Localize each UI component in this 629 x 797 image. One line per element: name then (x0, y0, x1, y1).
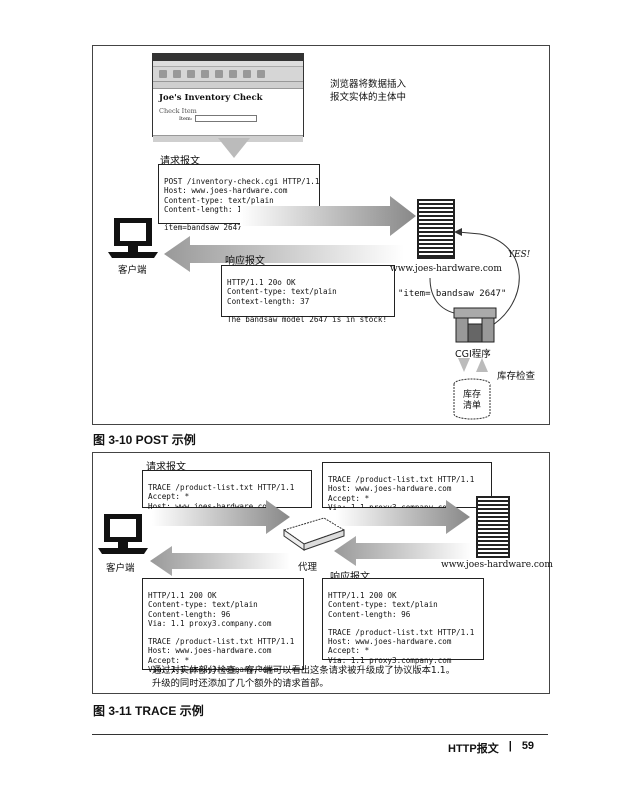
yes-label: YES! (508, 250, 531, 260)
browser-address-bar (153, 82, 303, 89)
server-label-2: www.joes-hardware.com (441, 560, 553, 570)
inventory-arrows-icon (458, 358, 488, 372)
client-label: 客户端 (118, 265, 147, 276)
cgi-label: CGI程序 (455, 349, 491, 360)
proxy-to-server-arrow-icon (336, 500, 470, 534)
browser-field-label: Check Item (159, 107, 197, 115)
database-label: 库存 清单 (463, 390, 482, 411)
yes-return-arrow-icon (454, 228, 520, 329)
cgi-program-icon (453, 307, 497, 343)
browser-window: Joe's Inventory Check Check Item Item: (152, 53, 304, 142)
proxy-icon (282, 517, 346, 551)
inventory-database-icon (453, 378, 491, 420)
browser-item-input (195, 115, 258, 122)
footer-section: HTTP报文 (448, 743, 499, 755)
down-arrow-icon (218, 138, 250, 158)
server-icon-2 (476, 496, 510, 558)
response-label: 响应报文 (225, 256, 265, 267)
trace-response-label: 响应报文 (330, 568, 370, 583)
browser-item-label: Item: (179, 115, 193, 122)
footer-page-number: 59 (521, 740, 535, 752)
client-computer-icon-2 (98, 514, 148, 554)
browser-menubar (153, 61, 303, 67)
client-to-proxy-arrow-icon (152, 500, 290, 534)
client-label-2: 客户端 (106, 563, 135, 574)
response-arrow-icon (164, 236, 404, 272)
figure-3-11-caption: 图 3-11 TRACE 示例 (93, 704, 204, 718)
proxy-label: 代理 (298, 562, 318, 573)
trace-note: 通过对实体部分检查，客户端可以看出这条请求被升级成了协议版本1.1。 升级的同时… (152, 665, 455, 689)
browser-content: Joe's Inventory Check Check Item Item: (153, 89, 303, 135)
page-footer: HTTP报文 | 59 (448, 740, 534, 756)
request-arrow-icon (240, 196, 416, 236)
proxy-to-client-arrow-icon (150, 546, 290, 576)
browser-titlebar (153, 54, 303, 61)
request-label: 请求报文 (160, 156, 200, 167)
footer-rule (92, 734, 548, 735)
trace-request-label: 请求报文 (146, 462, 186, 473)
server-icon (417, 199, 455, 259)
browser-page-title: Joe's Inventory Check (159, 93, 263, 103)
client-computer-icon (108, 218, 158, 258)
browser-toolbar (153, 67, 303, 82)
server-label: www.joes-hardware.com (390, 264, 502, 274)
footer-separator: | (508, 740, 512, 752)
figure-3-10-caption: 图 3-10 POST 示例 (93, 433, 196, 447)
server-to-proxy-arrow-icon (334, 536, 472, 566)
browser-note: 浏览器将数据插入 报文实体的主体中 (330, 79, 407, 103)
inventory-check-label: 库存检查 (497, 371, 536, 382)
query-text: "item= bandsaw 2647" (398, 289, 507, 299)
